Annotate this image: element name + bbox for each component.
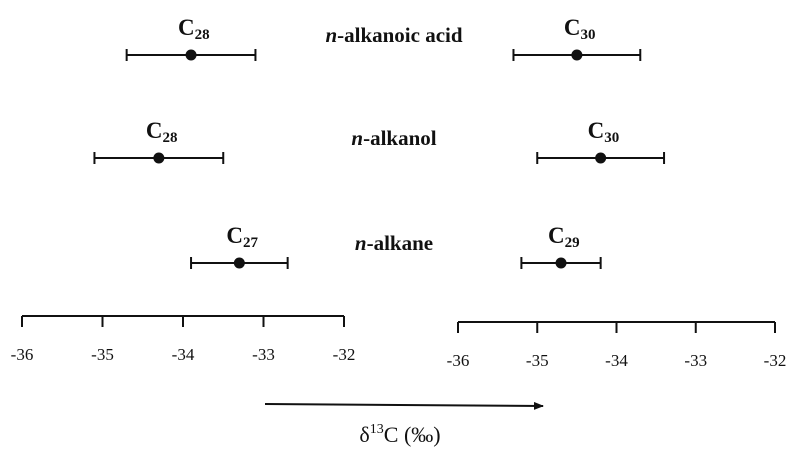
x-tick-label: -36	[447, 351, 470, 370]
x-tick-label: -35	[91, 345, 114, 364]
data-point	[595, 152, 607, 164]
point-label: C27	[226, 223, 258, 251]
data-point	[185, 49, 197, 61]
data-point	[233, 257, 245, 269]
x-tick-label: -35	[526, 351, 549, 370]
x-tick-label: -33	[684, 351, 707, 370]
data-point	[153, 152, 165, 164]
point-label: C28	[146, 118, 178, 146]
chart-axes: -36 -35 -34 -33 -32 -36 -35 -34 -33 -32	[11, 315, 787, 370]
x-tick-label: -34	[172, 345, 195, 364]
axis-direction-arrow	[264, 401, 544, 410]
series-label: n-alkane	[355, 231, 433, 255]
data-point	[555, 257, 567, 269]
series-label: n-alkanol	[351, 126, 436, 150]
point-label: C30	[588, 118, 620, 146]
point-label: C30	[564, 15, 596, 43]
x-tick-label: -32	[764, 351, 787, 370]
point-label: C28	[178, 15, 210, 43]
data-point	[571, 49, 583, 61]
point-label: C29	[548, 223, 580, 251]
x-tick-label: -36	[11, 345, 34, 364]
x-axis-title: δ13C (‰)	[359, 422, 440, 447]
series-label: n-alkanoic acid	[325, 23, 462, 47]
x-tick-label: -32	[333, 345, 356, 364]
x-tick-label: -33	[252, 345, 275, 364]
x-tick-label: -34	[605, 351, 628, 370]
